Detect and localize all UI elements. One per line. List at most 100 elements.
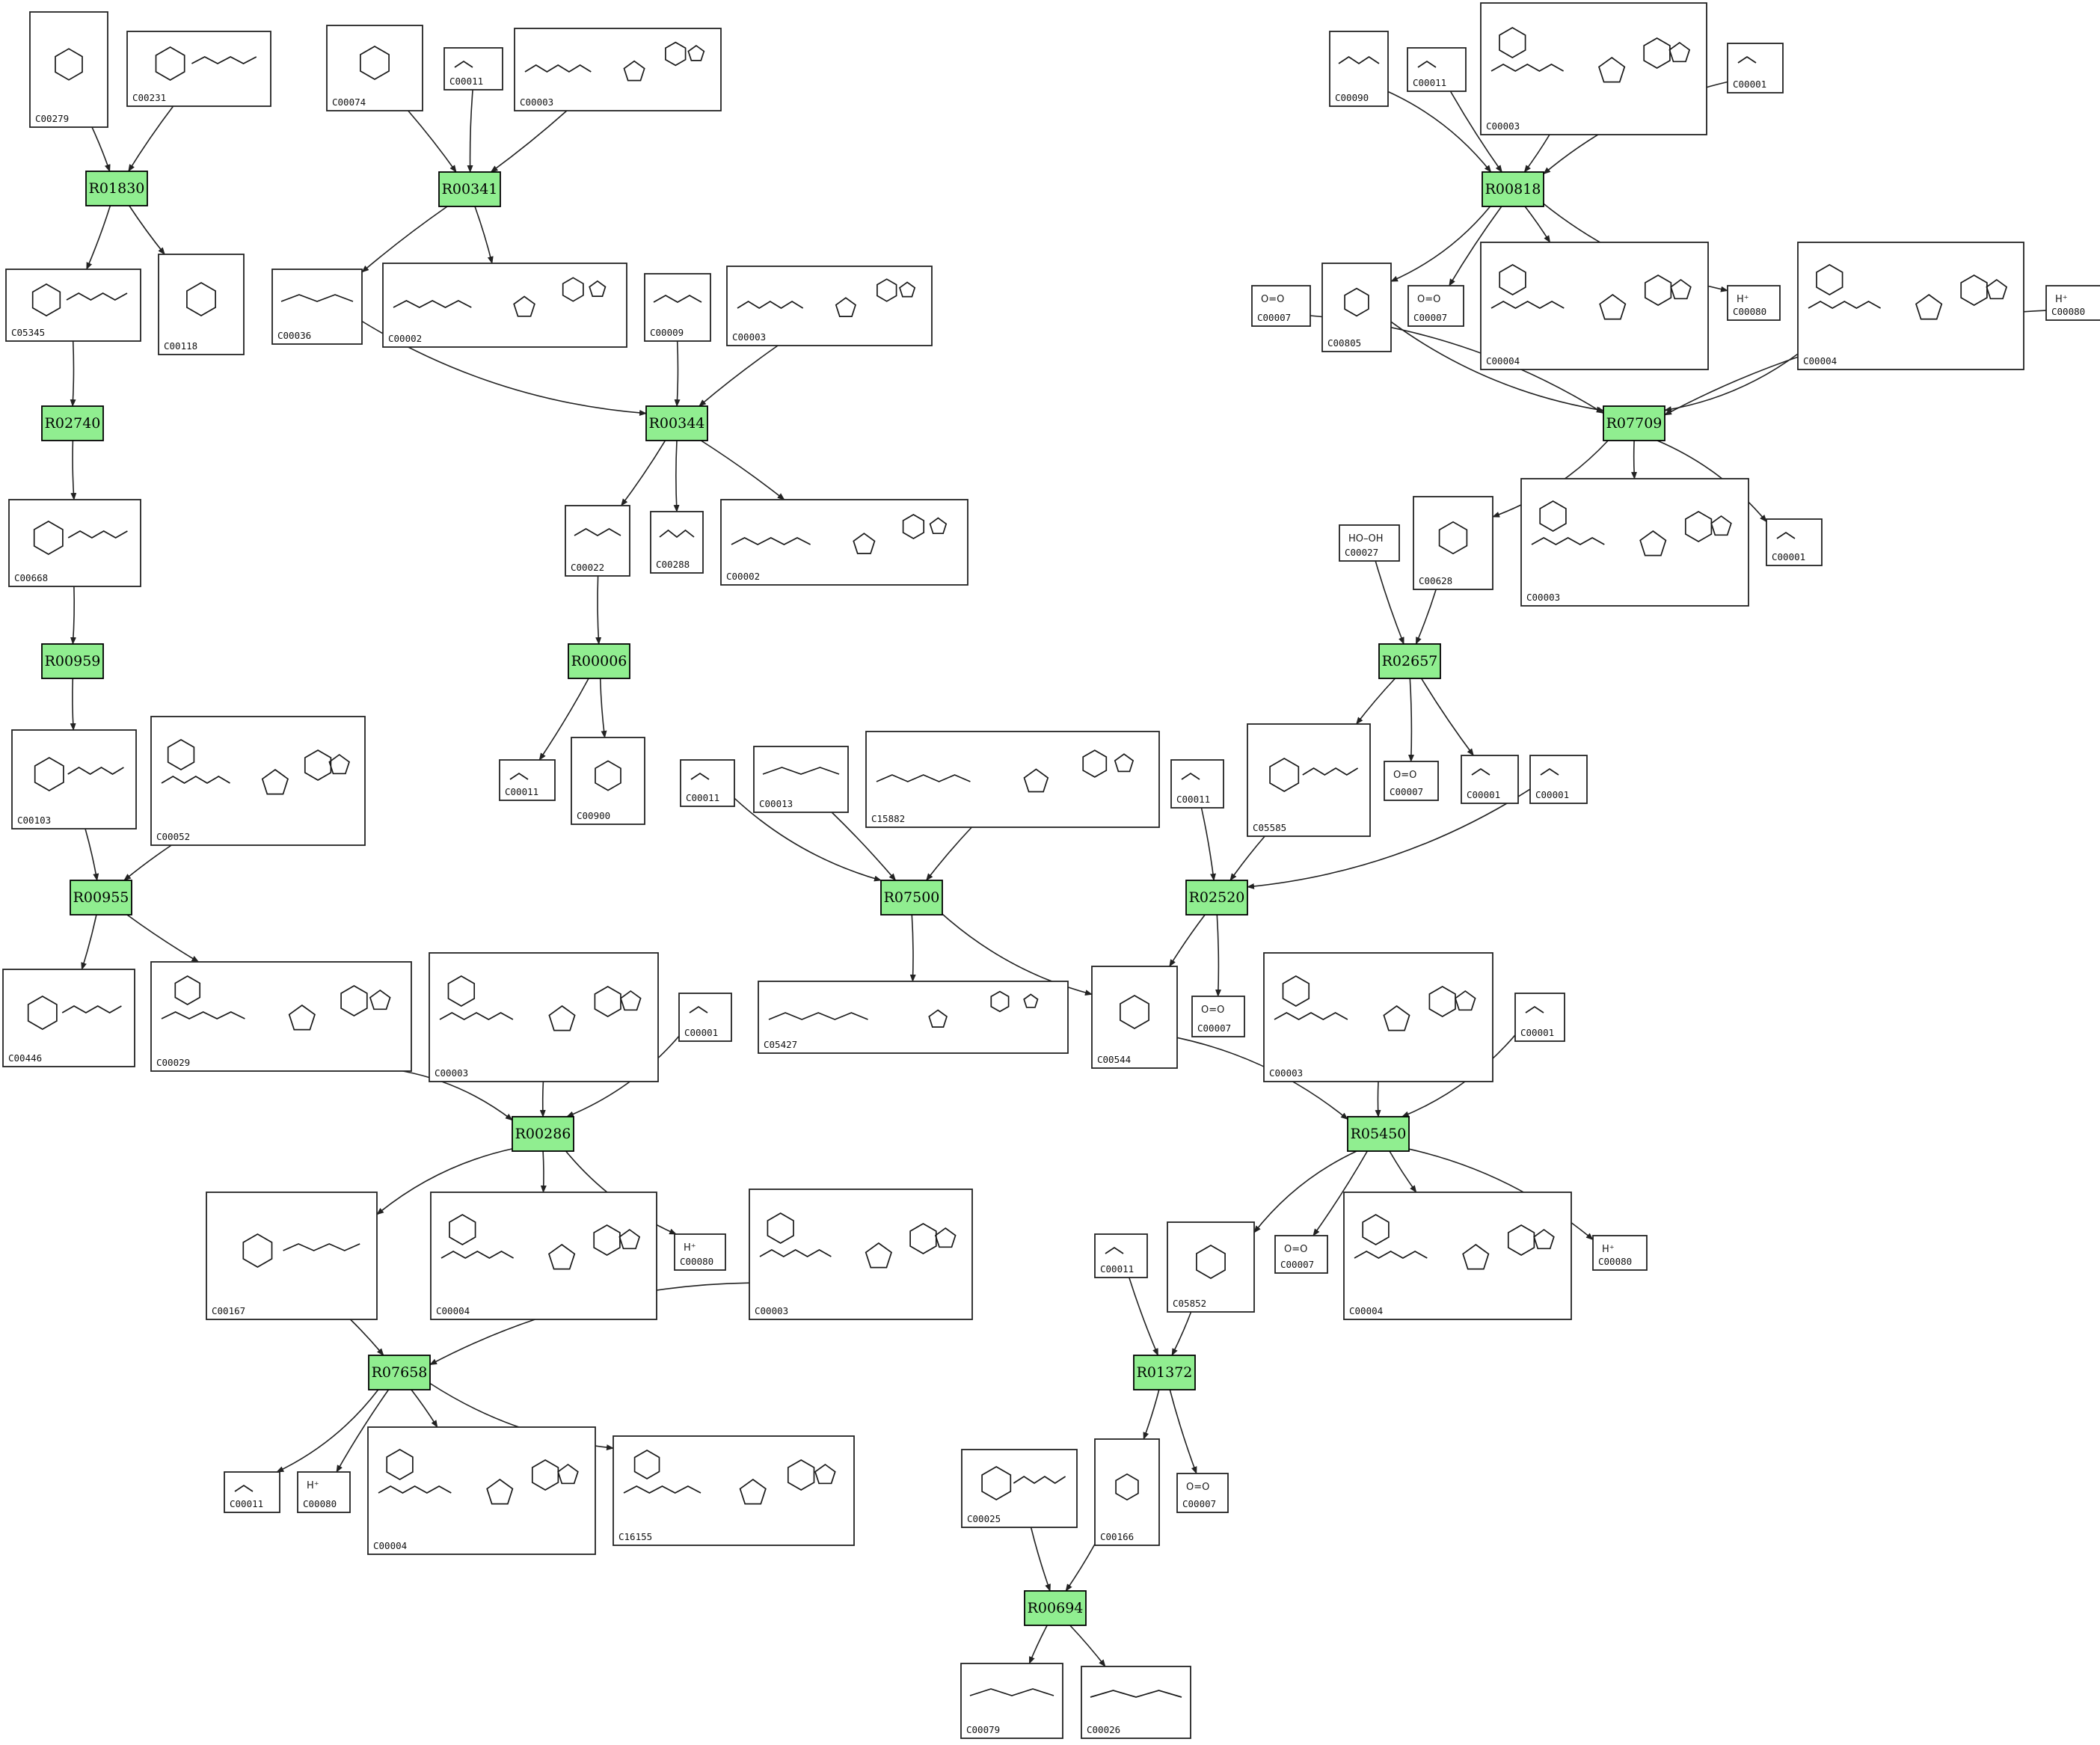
compound-C00003[interactable]: C00003 xyxy=(1263,952,1493,1082)
reaction-R07658[interactable]: R07658 xyxy=(368,1355,431,1390)
compound-C00011[interactable]: C00011 xyxy=(499,759,556,801)
compound-C00004[interactable]: C00004 xyxy=(430,1192,657,1320)
chain-shape xyxy=(67,530,128,539)
compound-C00103[interactable]: C00103 xyxy=(11,729,137,829)
compound-C00090[interactable]: C00090 xyxy=(1329,31,1389,107)
edge-c39-R02520 xyxy=(1229,835,1265,881)
reaction-R07500[interactable]: R07500 xyxy=(880,880,943,916)
ring-shape xyxy=(1082,749,1108,778)
compound-C00002[interactable]: C00002 xyxy=(382,263,627,348)
compound-C00079[interactable]: C00079 xyxy=(960,1663,1063,1739)
compound-C00052[interactable]: C00052 xyxy=(150,716,366,846)
compound-C00001[interactable]: C00001 xyxy=(1529,755,1588,804)
reaction-R00959[interactable]: R00959 xyxy=(41,643,104,679)
compound-C00080[interactable]: H⁺C00080 xyxy=(1592,1235,1648,1271)
compound-C00074[interactable]: C00074 xyxy=(326,25,423,111)
reaction-R00344[interactable]: R00344 xyxy=(645,405,708,441)
compound-C00001[interactable]: C00001 xyxy=(678,993,732,1042)
compound-C00011[interactable]: C00011 xyxy=(1407,47,1467,92)
compound-C00668[interactable]: C00668 xyxy=(8,499,141,587)
compound-C00004[interactable]: C00004 xyxy=(1480,242,1709,370)
reaction-R00006[interactable]: R00006 xyxy=(568,643,630,679)
compound-C00167[interactable]: C00167 xyxy=(206,1192,378,1320)
reaction-R00286[interactable]: R00286 xyxy=(512,1116,574,1152)
reaction-R01830[interactable]: R01830 xyxy=(85,171,148,206)
compound-C00011[interactable]: C00011 xyxy=(1094,1233,1148,1278)
compound-C00003[interactable]: C00003 xyxy=(429,952,659,1082)
reaction-R02740[interactable]: R02740 xyxy=(41,405,104,441)
compound-C00011[interactable]: C00011 xyxy=(443,47,503,91)
reaction-R05450[interactable]: R05450 xyxy=(1347,1116,1410,1152)
compound-C00001[interactable]: C00001 xyxy=(1461,755,1519,804)
compound-C00001[interactable]: C00001 xyxy=(1514,993,1565,1042)
compound-C00002[interactable]: C00002 xyxy=(720,499,968,586)
compound-C00004[interactable]: C00004 xyxy=(1343,1192,1572,1320)
compound-C00029[interactable]: C00029 xyxy=(150,961,412,1072)
compound-C00026[interactable]: C00026 xyxy=(1081,1666,1191,1739)
compound-C00001[interactable]: C00001 xyxy=(1766,518,1823,566)
compound-C00004[interactable]: C00004 xyxy=(367,1426,596,1555)
compound-C00003[interactable]: C00003 xyxy=(514,28,722,111)
compound-C00900[interactable]: C00900 xyxy=(571,737,645,825)
compound-box xyxy=(1094,1438,1160,1546)
compound-C05585[interactable]: C05585 xyxy=(1247,723,1371,837)
compound-C00003[interactable]: C00003 xyxy=(749,1189,973,1320)
reaction-R00694[interactable]: R00694 xyxy=(1024,1590,1087,1626)
compound-C00022[interactable]: C00022 xyxy=(565,505,630,577)
compound-C00080[interactable]: H⁺C00080 xyxy=(1727,285,1781,321)
compound-C15882[interactable]: C15882 xyxy=(865,731,1160,828)
compound-formula: O=O xyxy=(1393,770,1416,781)
compound-C00011[interactable]: C00011 xyxy=(680,759,735,807)
compound-C00009[interactable]: C00009 xyxy=(644,273,711,342)
compound-C00025[interactable]: C00025 xyxy=(961,1449,1078,1528)
compound-C05852[interactable]: C05852 xyxy=(1167,1221,1255,1313)
compound-id-label: C00003 xyxy=(732,331,766,343)
chain-shape xyxy=(524,64,592,73)
compound-C00118[interactable]: C00118 xyxy=(158,254,245,355)
compound-C00011[interactable]: C00011 xyxy=(1170,759,1224,809)
reaction-R01372[interactable]: R01372 xyxy=(1133,1355,1196,1390)
compound-C16155[interactable]: C16155 xyxy=(612,1435,855,1546)
compound-id-label: C00079 xyxy=(966,1724,1000,1735)
compound-id-label: C00080 xyxy=(2051,306,2085,317)
compound-C05427[interactable]: C05427 xyxy=(758,981,1069,1054)
reaction-R00341[interactable]: R00341 xyxy=(438,171,501,207)
compound-C00446[interactable]: C00446 xyxy=(2,969,135,1067)
compound-C00004[interactable]: C00004 xyxy=(1797,242,2024,370)
compound-C00628[interactable]: C00628 xyxy=(1413,496,1493,590)
compound-C00080[interactable]: H⁺C00080 xyxy=(674,1233,726,1271)
ring-shape xyxy=(623,60,645,82)
compound-id-label: C00004 xyxy=(1349,1305,1383,1316)
compound-C00080[interactable]: H⁺C00080 xyxy=(2045,285,2100,321)
reaction-R00955[interactable]: R00955 xyxy=(70,880,132,916)
compound-C00279[interactable]: C00279 xyxy=(29,11,108,128)
compound-C00166[interactable]: C00166 xyxy=(1094,1438,1160,1546)
compound-C00231[interactable]: C00231 xyxy=(126,31,271,107)
compound-C05345[interactable]: C05345 xyxy=(5,269,141,342)
compound-box xyxy=(1514,993,1565,1042)
reaction-R07709[interactable]: R07709 xyxy=(1603,405,1665,441)
chain-shape xyxy=(574,528,621,536)
compound-C00003[interactable]: C00003 xyxy=(1520,478,1749,607)
compound-C00805[interactable]: C00805 xyxy=(1321,263,1392,352)
compound-C00544[interactable]: C00544 xyxy=(1091,966,1178,1069)
compound-C00011[interactable]: C00011 xyxy=(224,1471,280,1513)
reaction-R00818[interactable]: R00818 xyxy=(1482,171,1544,207)
compound-id-label: C00668 xyxy=(14,572,48,583)
reaction-R02520[interactable]: R02520 xyxy=(1185,880,1248,916)
compound-C00003[interactable]: C00003 xyxy=(726,266,933,346)
compound-C00036[interactable]: C00036 xyxy=(271,269,363,345)
compound-C00013[interactable]: C00013 xyxy=(753,746,849,813)
compound-C00080[interactable]: H⁺C00080 xyxy=(297,1471,351,1513)
reaction-R02657[interactable]: R02657 xyxy=(1378,643,1441,679)
compound-C00288[interactable]: C00288 xyxy=(650,511,704,574)
compound-C00003[interactable]: C00003 xyxy=(1480,2,1707,135)
compound-C00001[interactable]: C00001 xyxy=(1727,43,1784,93)
